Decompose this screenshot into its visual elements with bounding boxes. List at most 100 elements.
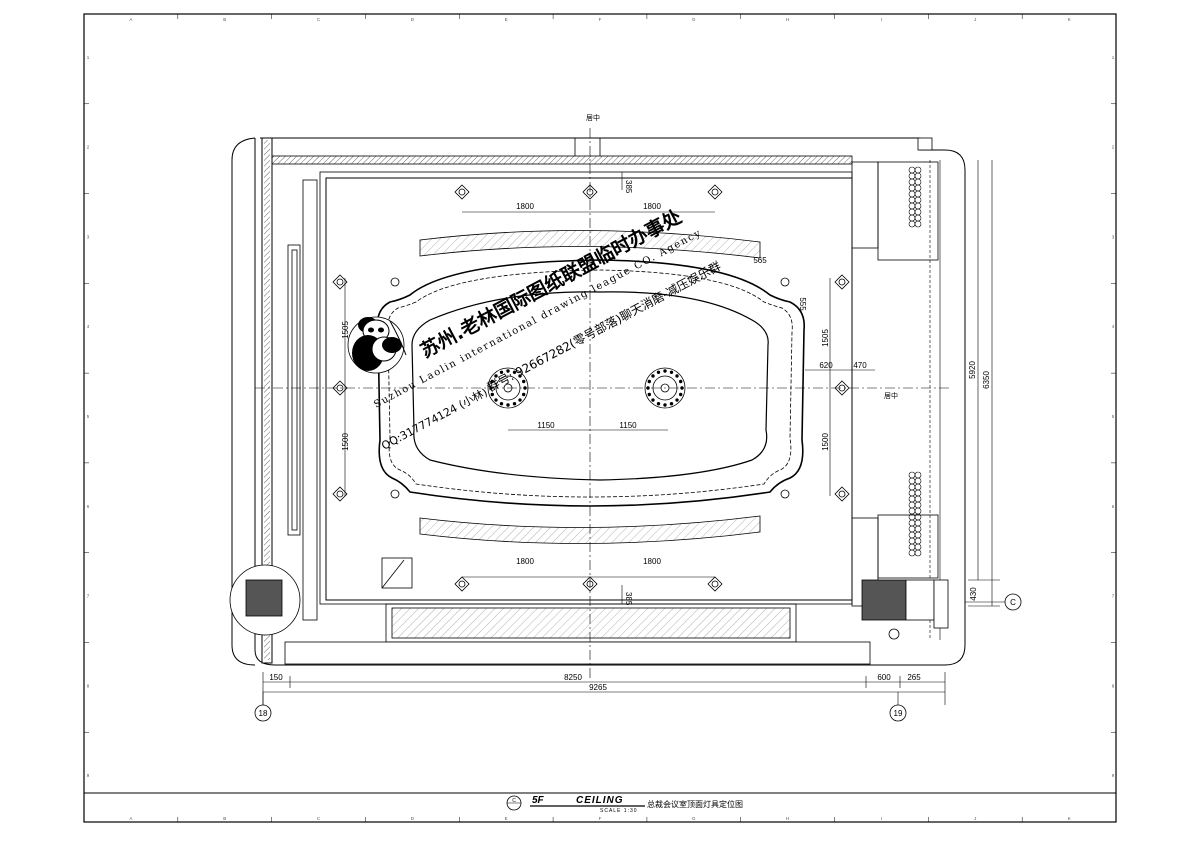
left-side-elements <box>229 179 318 636</box>
grid-col-label-bottom: J <box>974 816 976 821</box>
dim-top-small: 565 <box>753 256 767 265</box>
dim-top-offset: 385 <box>624 180 633 194</box>
grid-row-label-left: 1 <box>87 55 90 60</box>
right-column <box>861 579 907 621</box>
grid-col-label-bottom: A <box>129 816 132 821</box>
grid-col-label-top: I <box>881 17 882 22</box>
axis-right-label: 19 <box>894 709 903 718</box>
grid-row-label-right: 5 <box>1112 414 1115 419</box>
dim-bottom-offset: 385 <box>624 592 633 606</box>
dim-bottom-total: 9265 <box>589 683 607 692</box>
grid-col-label-bottom: F <box>599 816 602 821</box>
dimension-lines <box>262 160 1000 705</box>
grid-row-label-right: 2 <box>1112 145 1115 150</box>
dim-chandelier-left: 1150 <box>537 421 555 430</box>
spotlight-icon <box>780 277 790 287</box>
dim-right-lower: 1500 <box>821 433 830 451</box>
center-mark-top: 居中 <box>586 113 600 122</box>
dim-left-upper: 1505 <box>341 321 350 339</box>
dim-top-left: 1800 <box>516 202 534 211</box>
downlight-icon <box>332 274 348 290</box>
downlight-icon <box>707 576 723 592</box>
grid-row-label-left: 8 <box>87 683 90 688</box>
grid-col-label-bottom: C <box>317 816 321 821</box>
sheet-frame <box>83 13 1117 823</box>
downlight-icon <box>454 184 470 200</box>
grid-row-label-left: 3 <box>87 234 90 239</box>
grid-col-label-top: G <box>692 17 696 22</box>
grid-col-label-bottom: K <box>1068 816 1071 821</box>
downlight-icon <box>454 576 470 592</box>
grid-row-label-right: 9 <box>1112 773 1115 778</box>
dimension-labels: 1800 1800 385 1800 1800 385 1150 1150 15… <box>269 180 991 692</box>
dim-chandelier-right: 1150 <box>619 421 637 430</box>
title-block: C 5F CEILING SCALE 1:30 总裁会议室顶面灯具定位图 <box>506 795 743 814</box>
spotlight-icon <box>390 277 400 287</box>
dim-overall-inner: 5920 <box>968 361 977 379</box>
grid-row-label-left: 5 <box>87 414 90 419</box>
grid-col-label-bottom: I <box>881 816 882 821</box>
axis-markers: 18 19 C <box>254 593 1022 722</box>
dim-left-lower: 1500 <box>341 433 350 451</box>
dim-overall-outer: 6350 <box>982 371 991 389</box>
ornate-frame-inner <box>411 291 769 481</box>
grid-col-label-top: J <box>974 17 976 22</box>
center-marks: 居中 居中 <box>586 113 898 400</box>
main-ceiling <box>284 171 871 665</box>
dim-bottom-right: 1800 <box>643 557 661 566</box>
grid-row-label-right: 8 <box>1112 683 1115 688</box>
grid-row-label-left: 6 <box>87 504 90 509</box>
grid-row-label-left: 2 <box>87 145 90 150</box>
grid-row-label-right: 4 <box>1112 324 1115 329</box>
right-side-elements <box>381 166 949 640</box>
section-mark: C <box>512 798 516 804</box>
drawing-title: CEILING <box>576 795 624 806</box>
dim-bottom-right-b: 265 <box>907 673 921 682</box>
grid-col-label-top: E <box>505 17 508 22</box>
grid-col-label-top: D <box>411 17 415 22</box>
axis-row-label: C <box>1010 598 1016 607</box>
grid-row-label-right: 1 <box>1112 55 1115 60</box>
grid-row-label-left: 7 <box>87 594 90 599</box>
grid-row-label-right: 3 <box>1112 234 1115 239</box>
grid-col-label-bottom: B <box>223 816 226 821</box>
grid-row-label-left: 9 <box>87 773 90 778</box>
center-mark-right: 居中 <box>884 391 898 400</box>
dim-right-upper: 1505 <box>821 329 830 347</box>
downlight-icon <box>707 184 723 200</box>
grid-col-label-bottom: D <box>411 816 415 821</box>
dim-step-a: 620 <box>819 361 833 370</box>
grid-row-label-left: 4 <box>87 324 90 329</box>
left-column <box>245 579 283 617</box>
drawing-scale: SCALE 1:30 <box>600 808 638 814</box>
downlight-icon <box>834 274 850 290</box>
grid-row-label-right: 6 <box>1112 504 1115 509</box>
panda-logo-icon <box>347 316 407 374</box>
dim-bottom-right-a: 600 <box>877 673 891 682</box>
spotlight-icon <box>390 489 400 499</box>
grid-col-label-top: K <box>1068 17 1071 22</box>
center-lines <box>255 128 950 680</box>
watermark-line1: 苏州.老林国际图纸联盟临时办事处 <box>417 204 687 362</box>
dim-bottom-left-small: 150 <box>269 673 283 682</box>
dim-step-b: 470 <box>853 361 867 370</box>
grid-col-label-top: B <box>223 17 226 22</box>
grid-col-label-top: C <box>317 17 321 22</box>
ornate-frame-outer <box>376 259 806 507</box>
grid-row-label-right: 7 <box>1112 594 1115 599</box>
grid-col-label-top: F <box>599 17 602 22</box>
access-panel <box>381 557 413 589</box>
grid-col-label-bottom: E <box>505 816 508 821</box>
drawing-code: 5F <box>532 795 545 806</box>
top-wall <box>271 155 853 165</box>
downlight-icon <box>332 486 348 502</box>
dim-bottom-left: 1800 <box>516 557 534 566</box>
grid-col-label-top: H <box>786 17 789 22</box>
dim-right-bottom: 430 <box>969 587 978 601</box>
dim-top-right: 1800 <box>643 202 661 211</box>
dim-right-small: 555 <box>798 297 807 311</box>
axis-left-label: 18 <box>259 709 268 718</box>
